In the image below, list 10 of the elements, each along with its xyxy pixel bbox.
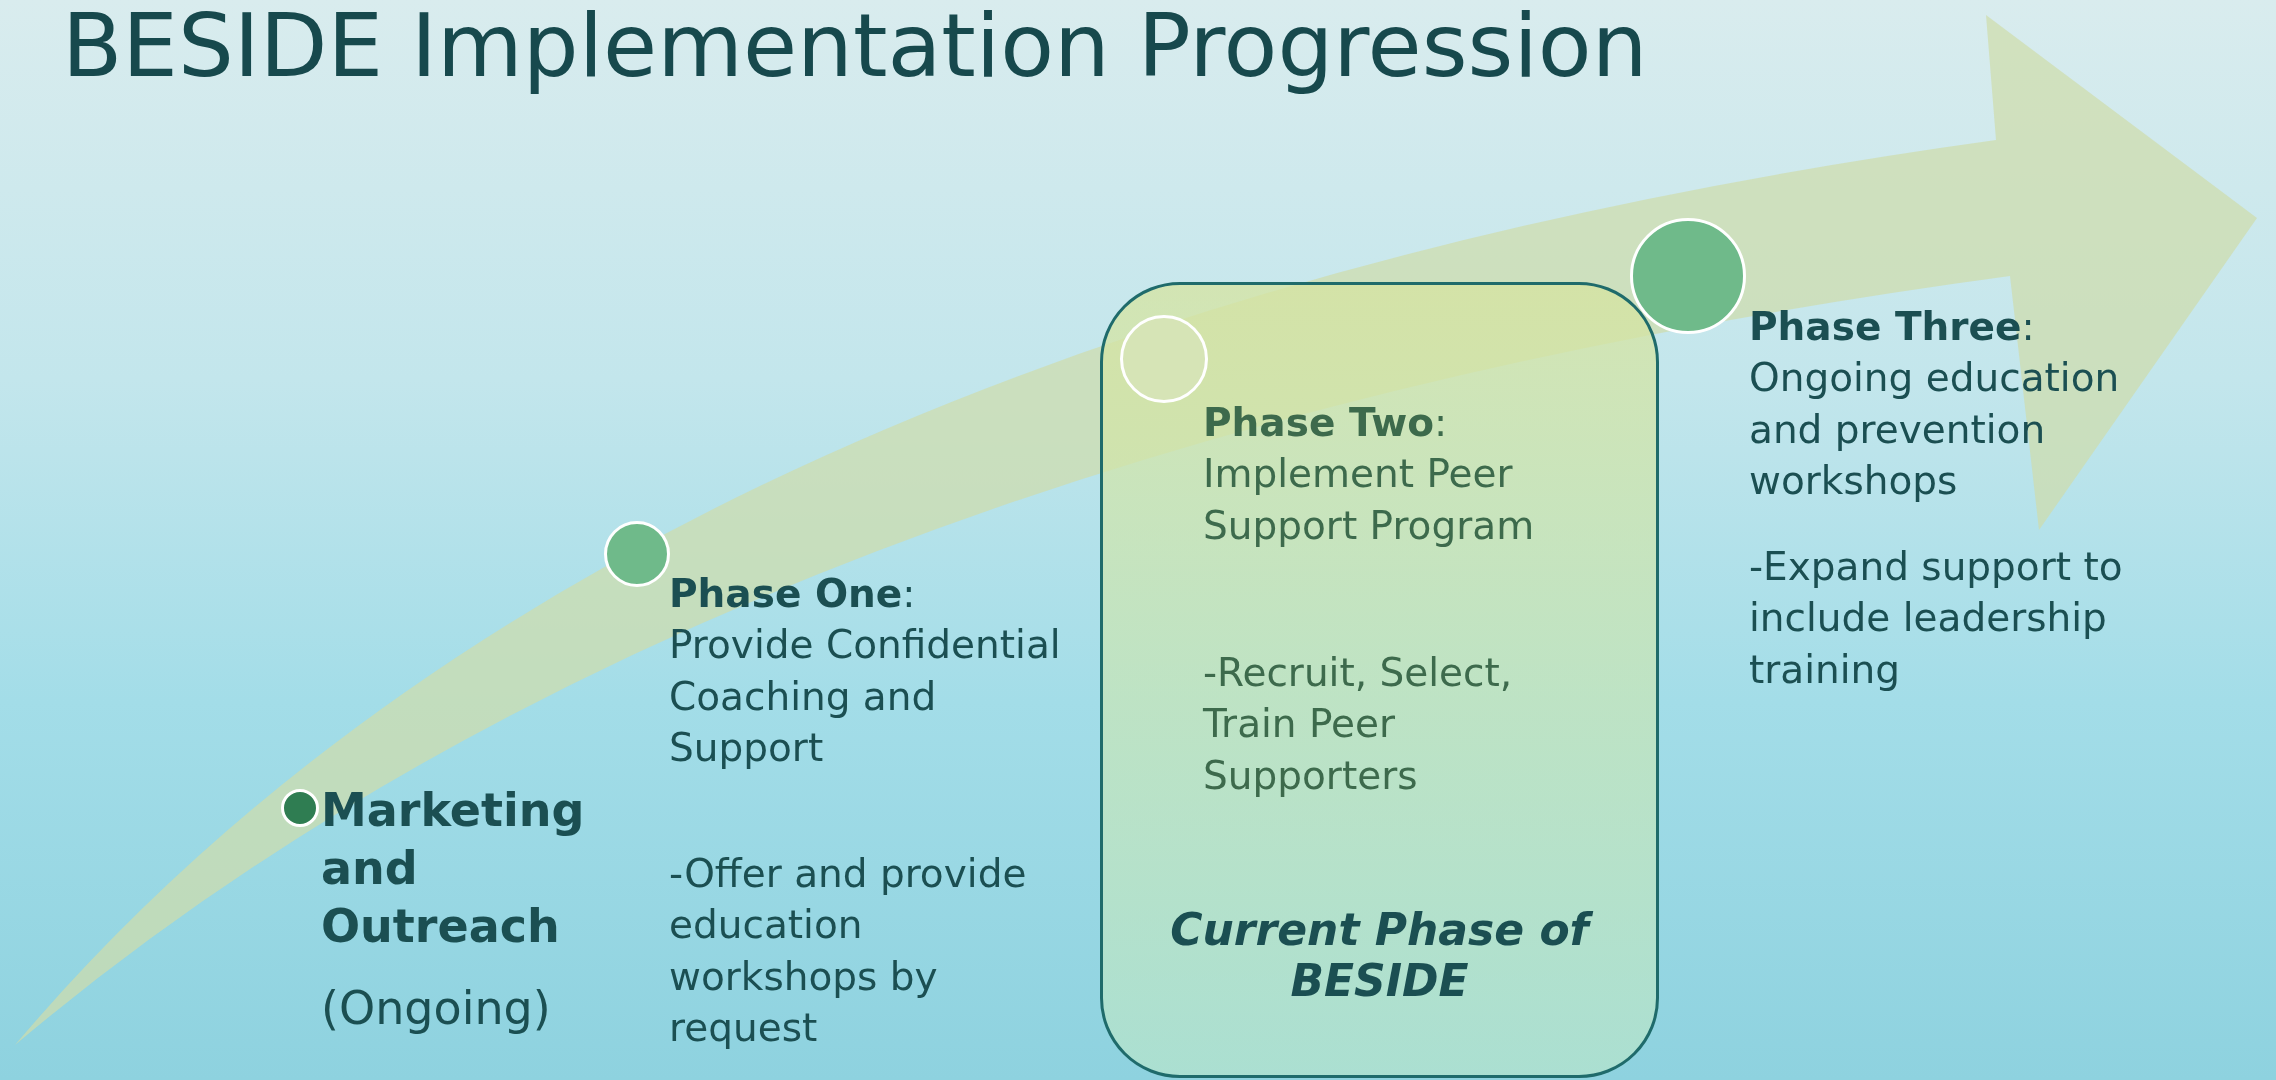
box-caption: Current Phase of BESIDE xyxy=(1103,905,1656,1007)
phase-description: (Ongoing) xyxy=(321,980,552,1037)
phase-heading: Marketing and Outreach xyxy=(321,782,581,955)
highlight-box xyxy=(1100,282,1659,1078)
phase-description: -Recruit, Select, Train Peer Supporters xyxy=(1203,649,1514,800)
phase-heading: Phase Two: Implement Peer Support Program xyxy=(1203,399,1536,550)
phase-heading: Phase One: Provide Confidential Coaching and Support xyxy=(669,570,1062,773)
phase-description: -Offer and provide education workshops by request xyxy=(669,850,1028,1053)
phase-heading: Phase Three: Ongoing education and prevention workshops xyxy=(1749,303,2121,506)
phase-description: -Expand support to include leadership training xyxy=(1749,543,2124,694)
